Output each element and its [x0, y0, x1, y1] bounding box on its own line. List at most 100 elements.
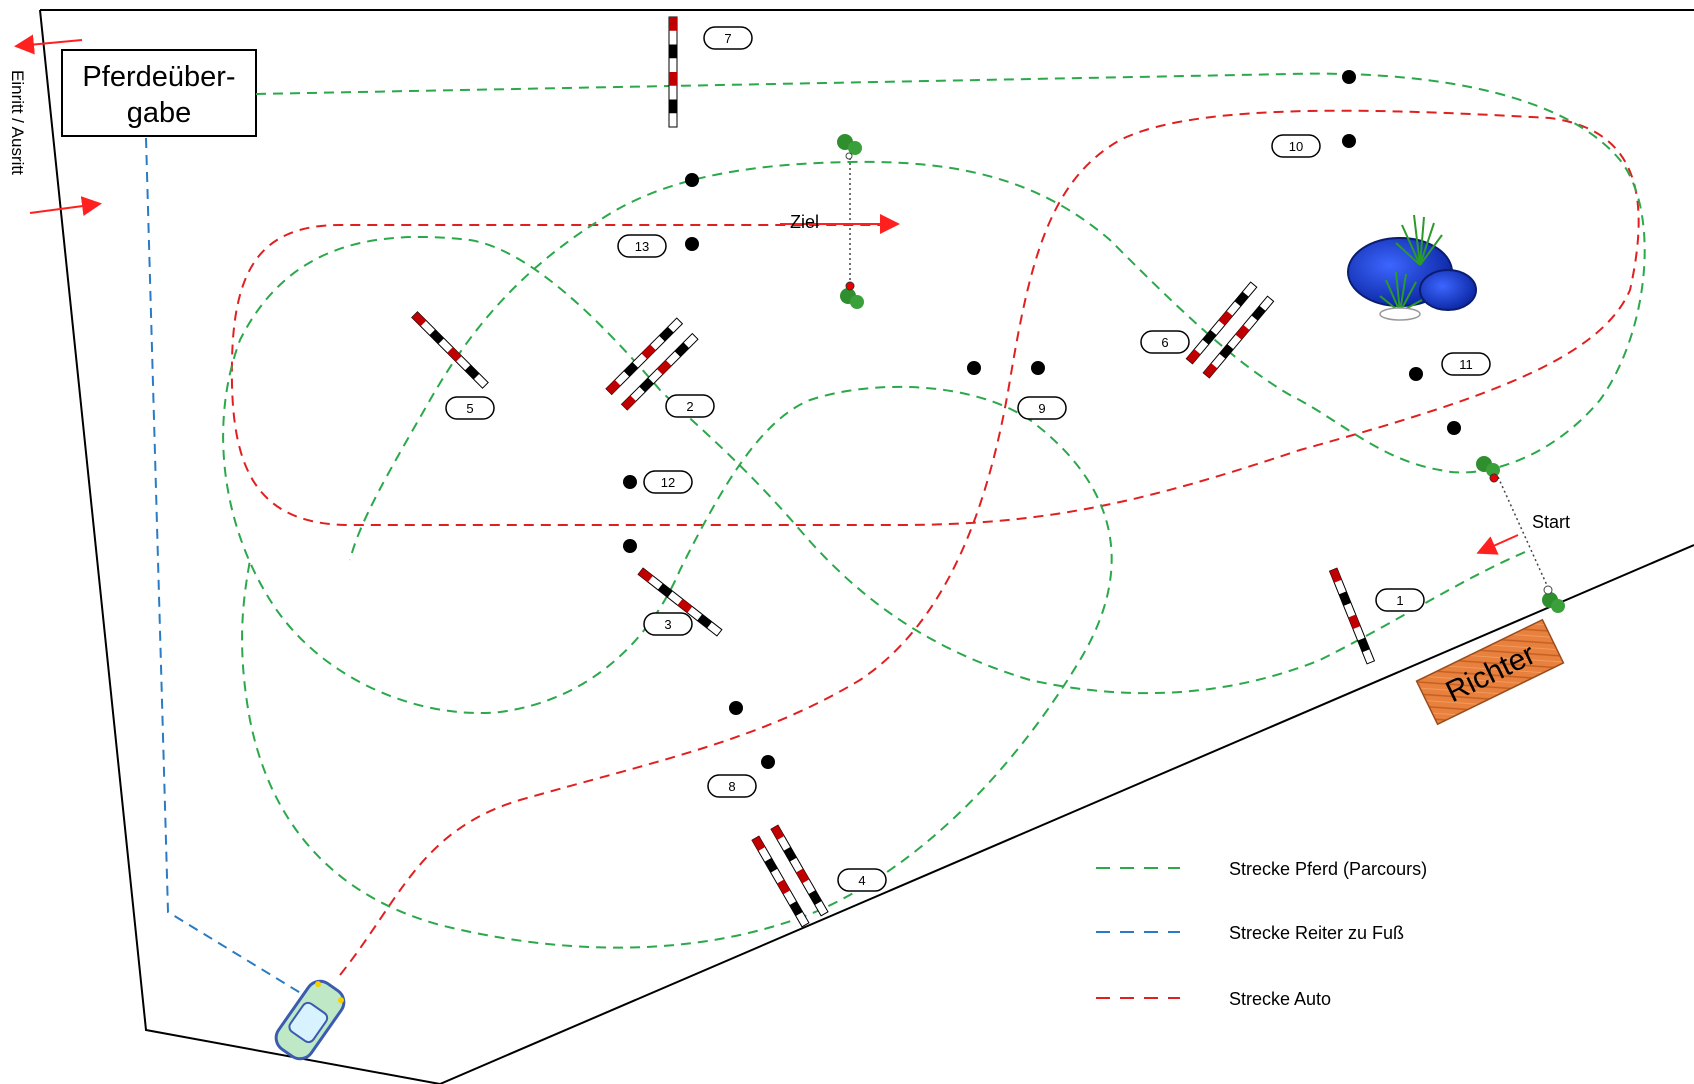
- pole-stripe: [764, 857, 778, 873]
- obstacle-number-badge: 8: [707, 774, 757, 798]
- pole-stripe: [669, 17, 677, 31]
- legend: Strecke Pferd (Parcours) Strecke Reiter …: [1096, 859, 1427, 1009]
- handover-label-line1: Pferdeüber-: [82, 61, 235, 93]
- pole-stripe: [638, 568, 653, 583]
- cone-marker: [729, 701, 743, 715]
- entry-exit-label: Einritt / Ausritt: [8, 70, 27, 175]
- obstacle-number-badge: 5: [445, 396, 495, 420]
- obstacle-number: 8: [728, 779, 735, 794]
- jump-obstacle: [605, 317, 699, 411]
- car-icon: [274, 979, 346, 1061]
- obstacle-number-badge: 7: [703, 26, 753, 50]
- legend-label: Strecke Auto: [1229, 989, 1331, 1009]
- obstacle-number-badge: 12: [643, 470, 693, 494]
- jump-obstacle: [1328, 567, 1376, 665]
- bush-icon: [1476, 456, 1500, 483]
- cone-marker: [1342, 70, 1356, 84]
- finish-label: Ziel: [790, 212, 819, 232]
- pole-stripe: [623, 362, 639, 377]
- cone-marker: [685, 173, 699, 187]
- jump-obstacle: [411, 311, 489, 389]
- bush-icon: [840, 281, 864, 309]
- cone-marker: [685, 237, 699, 251]
- pole-stripe: [641, 344, 656, 360]
- jump-obstacle: [1185, 281, 1275, 379]
- obstacle-number-badge: 11: [1441, 352, 1491, 376]
- bush-icon: [1542, 585, 1565, 613]
- car-route: [230, 109, 1640, 976]
- legend-label: Strecke Reiter zu Fuß: [1229, 923, 1404, 943]
- obstacle-number: 10: [1289, 139, 1303, 154]
- pole-stripe: [669, 72, 677, 86]
- pole-stripe: [796, 868, 810, 884]
- cone-marker: [623, 475, 637, 489]
- pole-stripe: [674, 342, 690, 357]
- handover-label-line2: gabe: [127, 97, 192, 129]
- jump-obstacle: [751, 824, 829, 928]
- pole-stripe: [777, 879, 791, 895]
- pole-stripe: [752, 836, 766, 852]
- obstacle-number: 7: [724, 31, 731, 46]
- obstacle-number: 1: [1396, 593, 1403, 608]
- pole-stripe: [1235, 324, 1250, 340]
- start-arrow: [1476, 534, 1519, 555]
- jump-obstacle: [637, 567, 723, 637]
- cone-marker: [1031, 361, 1045, 375]
- pole-stripe: [1186, 349, 1201, 364]
- horse-route-a: [255, 72, 1646, 561]
- jump-obstacle: [668, 16, 678, 128]
- pole-stripe: [697, 614, 713, 629]
- pole-stripe: [1203, 363, 1218, 378]
- pole-stripe: [657, 583, 673, 598]
- pole-stripe: [1357, 637, 1370, 653]
- pole-stripe: [669, 44, 677, 59]
- pole-stripe: [464, 364, 480, 380]
- pole-stripe: [447, 347, 462, 362]
- pole-stripe: [1251, 305, 1266, 321]
- legend-label: Strecke Pferd (Parcours): [1229, 859, 1427, 879]
- pole-stripe: [639, 377, 654, 393]
- obstacle-number-badge: 4: [837, 868, 887, 892]
- pole-stripe: [1234, 291, 1249, 307]
- obstacle-number: 3: [664, 617, 671, 632]
- horse-handover-box: Pferdeüber- gabe: [61, 49, 257, 137]
- pole-stripe: [1348, 614, 1361, 630]
- pole-stripe: [783, 846, 797, 862]
- obstacle-number: 4: [858, 873, 865, 888]
- obstacle-number-badge: 9: [1017, 396, 1067, 420]
- pole-stripe: [808, 890, 822, 905]
- obstacle-number: 9: [1038, 401, 1045, 416]
- pole-stripe: [656, 360, 672, 375]
- obstacle-number: 12: [661, 475, 675, 490]
- pole-stripe: [1202, 329, 1217, 345]
- rider-route: [145, 137, 313, 1001]
- cone-marker: [623, 539, 637, 553]
- pole-stripe: [771, 825, 785, 841]
- cone-marker: [1342, 134, 1356, 148]
- obstacle-number-badge: 2: [665, 394, 715, 418]
- obstacle-number-badge: 10: [1271, 134, 1321, 158]
- pole-stripe: [606, 379, 621, 395]
- obstacle-number: 13: [635, 239, 649, 254]
- pole-stripe: [1338, 591, 1352, 606]
- pole-stripe: [789, 901, 803, 916]
- arena-boundary: [39, 9, 1694, 1084]
- cone-marker: [1447, 421, 1461, 435]
- pole-stripe: [1218, 310, 1233, 326]
- pole-stripe: [411, 311, 427, 327]
- cones-layer: [623, 70, 1461, 769]
- entry-exit-arrows: [14, 34, 102, 217]
- grass-icon: [1379, 214, 1443, 321]
- obstacle-number-badge: 13: [617, 234, 667, 258]
- pole-stripe: [677, 598, 693, 613]
- obstacle-number: 6: [1161, 335, 1168, 350]
- obstacle-number-badge: 1: [1375, 588, 1425, 612]
- pole-stripe: [429, 329, 444, 344]
- obstacle-number: 11: [1459, 357, 1473, 372]
- cone-marker: [1409, 367, 1423, 381]
- obstacle-number-badge: 6: [1140, 330, 1190, 354]
- pole-stripe: [1219, 344, 1234, 359]
- cone-marker: [761, 755, 775, 769]
